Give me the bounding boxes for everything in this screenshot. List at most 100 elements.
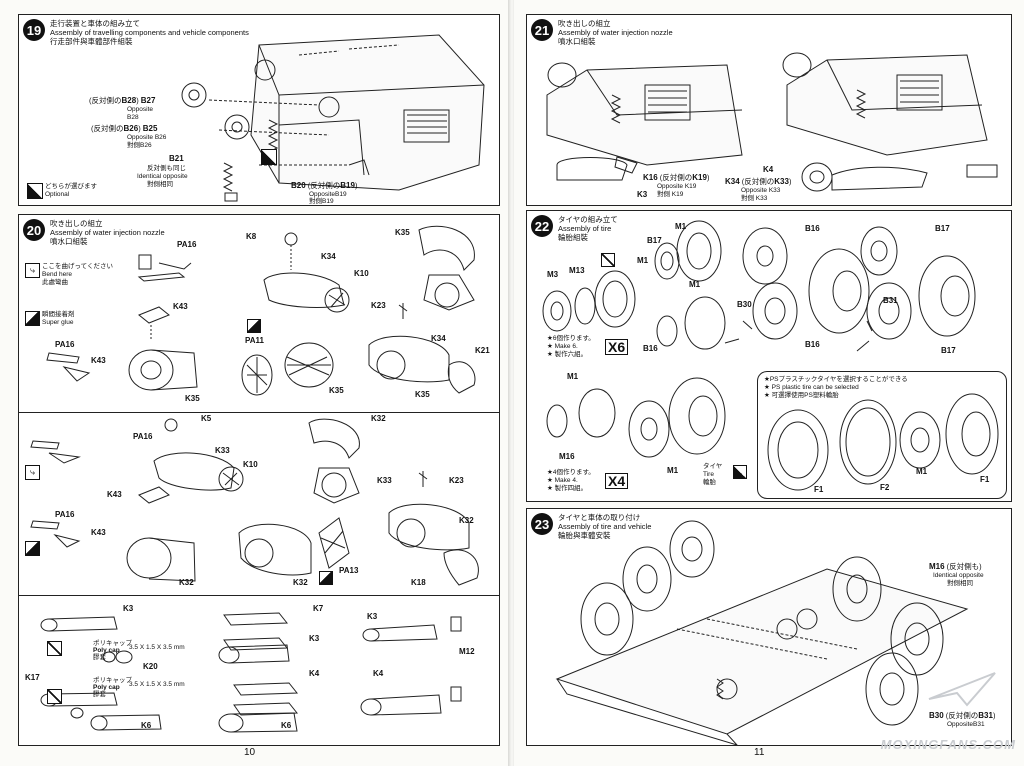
step-21-header: 21 吹き出しの組立 Assembly of water injection n… bbox=[531, 19, 673, 46]
page-number: 10 bbox=[244, 747, 256, 758]
part-label: M1 bbox=[667, 466, 679, 475]
part-label: K6 bbox=[141, 721, 152, 730]
part-label: K3 bbox=[309, 634, 320, 643]
part-label-m16: M16 bbox=[929, 562, 945, 571]
part-label: F1 bbox=[814, 485, 824, 494]
step-23-header: 23 タイヤと車体の取り付け Assembly of tire and vehi… bbox=[531, 513, 651, 540]
step-title-cn: 噴水口組裝 bbox=[558, 37, 596, 46]
part-label: B17 bbox=[941, 346, 956, 355]
part-label-b30: B30 bbox=[929, 711, 944, 720]
quantity-x4: X4 bbox=[605, 473, 629, 489]
part-label: K7 bbox=[313, 604, 324, 613]
nozzle-assembly-b-drawing bbox=[30, 418, 479, 586]
part-label-b26: B26 bbox=[123, 124, 139, 133]
instruction-page-right: 21 吹き出しの組立 Assembly of water injection n… bbox=[514, 0, 1024, 766]
instruction-page-left: 19 走行装置と車体の組み立て Assembly of travelling c… bbox=[0, 0, 510, 766]
part-label: K35 bbox=[329, 386, 344, 395]
step-title-en: Assembly of tire and vehicle bbox=[558, 522, 652, 531]
part-label: K34 bbox=[431, 334, 446, 343]
part-label: K17 bbox=[25, 673, 40, 682]
part-label: M3 bbox=[547, 270, 559, 279]
poly-cap-icon bbox=[601, 253, 615, 267]
part-label: M1 bbox=[689, 280, 701, 289]
part-label: M16 bbox=[559, 452, 575, 461]
poly-cap-icon bbox=[47, 641, 62, 656]
part-label: B16 bbox=[805, 340, 820, 349]
optional-icon bbox=[261, 149, 277, 165]
step-title-cn: 噴水口組裝 bbox=[50, 237, 88, 246]
step-19-header: 19 走行装置と車体の組み立て Assembly of travelling c… bbox=[23, 19, 249, 46]
part-label: K43 bbox=[107, 490, 122, 499]
part-label: B30 bbox=[737, 300, 752, 309]
optional-icon bbox=[27, 183, 43, 199]
part-label-b31: B31 bbox=[978, 711, 993, 720]
step-title-jp: 走行装置と車体の組み立て bbox=[50, 19, 140, 28]
part-label: B31 bbox=[883, 296, 898, 305]
step-title-jp: 吹き出しの組立 bbox=[50, 219, 103, 228]
part-label: PA16 bbox=[133, 432, 153, 441]
step-title-jp: タイヤの組み立て bbox=[558, 215, 618, 224]
poly-cap-icon bbox=[47, 689, 62, 704]
step-title-en: Assembly of tire bbox=[558, 224, 612, 233]
part-label: M1 bbox=[567, 372, 579, 381]
ps-tire-option-box: ★PSプラスチックタイヤを選択することができる ★ PS plastic tir… bbox=[757, 371, 1007, 499]
part-label-k16: K16 bbox=[643, 173, 658, 182]
part-label-k19: K19 bbox=[692, 173, 707, 182]
step-number: 21 bbox=[531, 19, 553, 41]
step-number: 23 bbox=[531, 513, 553, 535]
part-label: K43 bbox=[91, 528, 106, 537]
part-label: PA16 bbox=[55, 510, 75, 519]
part-label: K8 bbox=[246, 232, 257, 241]
part-label: K20 bbox=[143, 662, 158, 671]
step-20-panel: 20 吹き出しの組立 Assembly of water injection n… bbox=[18, 214, 500, 746]
part-label: K5 bbox=[201, 414, 212, 423]
part-label: K3 bbox=[367, 612, 378, 621]
part-label: K18 bbox=[411, 578, 426, 587]
part-label-k3: K3 bbox=[637, 190, 648, 199]
part-label: M1 bbox=[675, 222, 687, 231]
quantity-x6: X6 bbox=[605, 339, 629, 355]
part-label: B16 bbox=[643, 344, 658, 353]
part-label-b20: B20 bbox=[291, 181, 306, 190]
step-21-drawing bbox=[546, 52, 998, 192]
part-label: K4 bbox=[373, 669, 384, 678]
book-gutter bbox=[508, 0, 516, 766]
part-label: M12 bbox=[459, 647, 475, 656]
part-label: K33 bbox=[377, 476, 392, 485]
part-label: K43 bbox=[91, 356, 106, 365]
part-label: B16 bbox=[805, 224, 820, 233]
super-glue-icon bbox=[247, 319, 261, 333]
part-label: F2 bbox=[880, 483, 890, 492]
part-label: B17 bbox=[647, 236, 662, 245]
part-label-b28: B28 bbox=[121, 96, 137, 105]
step-title-cn: 行走部件與車體部件組裝 bbox=[50, 37, 133, 46]
part-label-b19: B19 bbox=[340, 181, 355, 190]
super-glue-icon bbox=[319, 571, 333, 585]
part-label: K32 bbox=[371, 414, 386, 423]
step-title-en: Assembly of travelling components and ve… bbox=[50, 28, 249, 37]
optional-icon bbox=[733, 465, 747, 479]
step-23-panel: 23 タイヤと車体の取り付け Assembly of tire and vehi… bbox=[526, 508, 1012, 746]
bend-here-icon: ⤷ bbox=[25, 263, 40, 278]
part-label: K32 bbox=[179, 578, 194, 587]
part-label: K33 bbox=[215, 446, 230, 455]
part-label: PA16 bbox=[55, 340, 75, 349]
part-label-b27: B27 bbox=[140, 96, 156, 105]
site-watermark: MOXINGFANS.COM bbox=[880, 737, 1016, 752]
bend-here-icon: ⤷ bbox=[25, 465, 40, 480]
step-22-panel: 22 タイヤの組み立て Assembly of tire 輪胎組裝 bbox=[526, 210, 1012, 502]
part-label: M1 bbox=[637, 256, 649, 265]
part-label: K32 bbox=[293, 578, 308, 587]
step-19-drawing bbox=[181, 34, 485, 202]
step-title-jp: タイヤと車体の取り付け bbox=[558, 513, 641, 522]
part-label: K3 bbox=[123, 604, 134, 613]
step-title-cn: 輪胎與車體安裝 bbox=[558, 531, 611, 540]
step-title-jp: 吹き出しの組立 bbox=[558, 19, 611, 28]
step-19-panel: 19 走行装置と車体の組み立て Assembly of travelling c… bbox=[18, 14, 500, 206]
part-label: K23 bbox=[371, 301, 386, 310]
part-label: K35 bbox=[395, 228, 410, 237]
part-label: K10 bbox=[243, 460, 258, 469]
step-number: 22 bbox=[531, 215, 553, 237]
part-label-k34: K34 bbox=[725, 177, 740, 186]
step-number: 20 bbox=[23, 219, 45, 241]
